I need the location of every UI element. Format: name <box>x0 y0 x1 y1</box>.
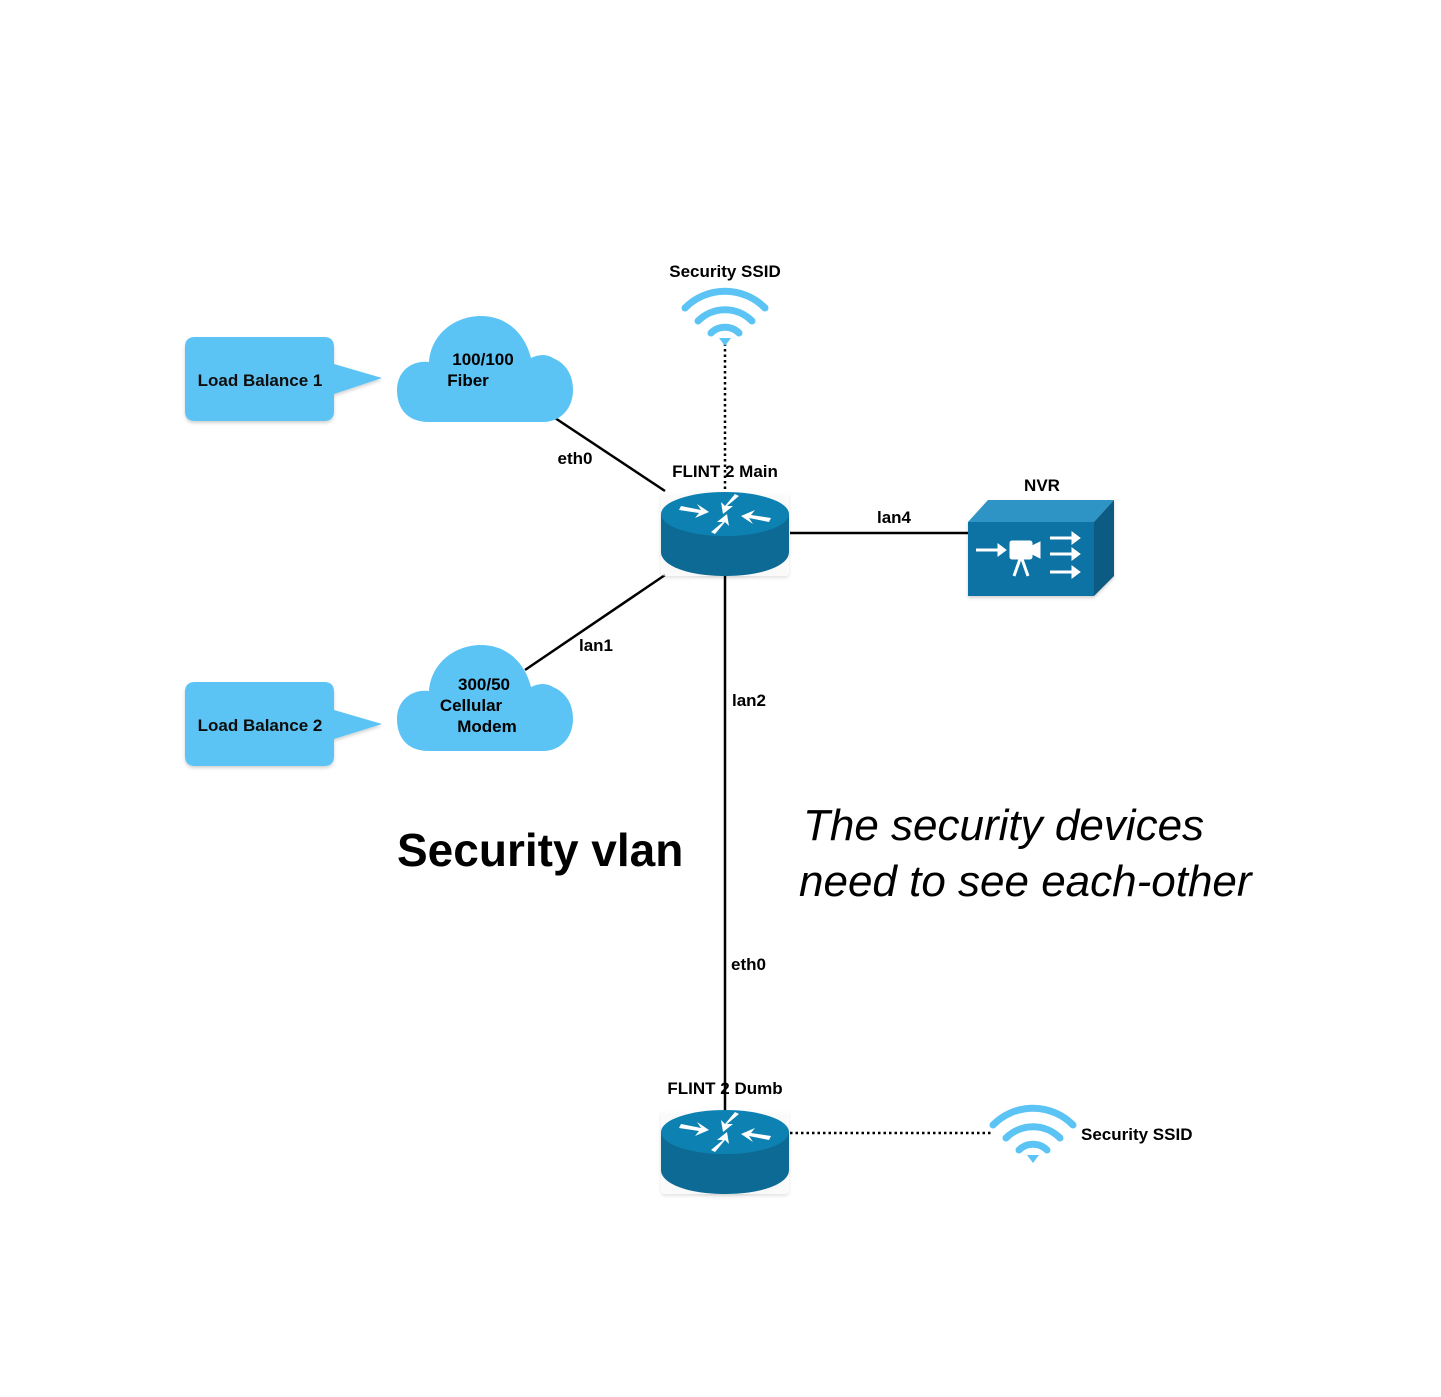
cloud-icon <box>397 645 573 751</box>
nvr-camera-icon <box>968 500 1114 596</box>
nvr-label: NVR <box>1024 476 1060 495</box>
wifi-label-top: Security SSID <box>669 262 781 281</box>
port-label-trunk-lower: eth0 <box>731 955 766 974</box>
cloud-cellular-speed: 300/50 <box>458 675 510 694</box>
diagram-title: Security vlan <box>397 824 683 876</box>
main-router-label: FLINT 2 Main <box>672 462 778 481</box>
router-icon <box>661 492 789 576</box>
cloud-cellular-type: Cellular <box>440 696 503 715</box>
cloud-icon <box>397 316 573 422</box>
callout-label: Load Balance 1 <box>198 371 323 390</box>
link-fiber-to-main <box>554 416 666 493</box>
callout-label: Load Balance 2 <box>198 716 323 735</box>
note-line-1: The security devices <box>803 801 1204 850</box>
router-icon <box>661 1110 789 1194</box>
cloud-fiber-speed: 100/100 <box>452 350 513 369</box>
callout-load-balance-2: Load Balance 2 <box>185 682 382 766</box>
wifi-icon <box>989 1104 1077 1163</box>
callout-load-balance-1: Load Balance 1 <box>185 337 382 421</box>
wifi-icon <box>681 287 769 346</box>
wifi-label-bottom: Security SSID <box>1081 1125 1193 1144</box>
port-label-cellular: lan1 <box>579 636 613 655</box>
cloud-cellular-device: Modem <box>457 717 517 736</box>
links <box>524 338 992 1135</box>
port-label-fiber: eth0 <box>558 449 593 468</box>
port-label-nvr: lan4 <box>877 508 912 527</box>
cloud-fiber-type: Fiber <box>447 371 489 390</box>
link-cellular-to-main <box>524 573 666 672</box>
dumb-router-label: FLINT 2 Dumb <box>667 1079 782 1098</box>
note-line-2: need to see each-other <box>799 857 1254 906</box>
port-label-trunk-upper: lan2 <box>732 691 766 710</box>
